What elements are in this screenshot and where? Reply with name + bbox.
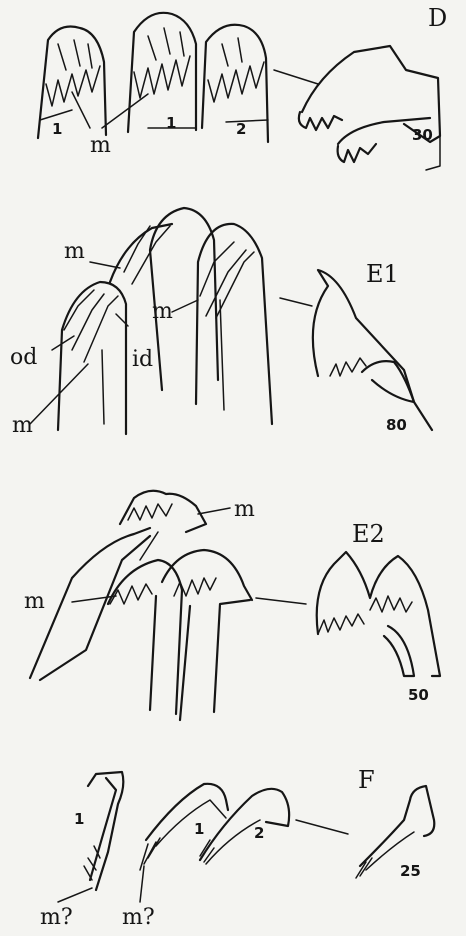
- panel-e1-label-m-mid: m: [152, 299, 173, 324]
- panel-e1-drawing: [30, 208, 432, 434]
- panel-d-label-m: m: [90, 133, 111, 158]
- panel-f-label-m-q2: m?: [122, 905, 155, 930]
- panel-d-magnification: 30: [412, 126, 433, 144]
- panel-e1-label-m-low: m: [12, 413, 33, 438]
- panel-e1-magnification: 80: [386, 416, 407, 434]
- panel-f-labels: F 1 1 2 m? m? 25: [40, 766, 421, 930]
- panel-f-tooth-1b: 1: [194, 820, 204, 838]
- panel-e1-label-od: od: [10, 345, 37, 370]
- panel-f-tooth-1a: 1: [74, 810, 84, 828]
- panel-e1-letter: E1: [366, 260, 399, 288]
- panel-d-letter: D: [428, 4, 447, 32]
- panel-e1-label-id: id: [132, 347, 153, 372]
- panel-f-letter: F: [358, 766, 375, 794]
- panel-d-tooth-2: 2: [236, 120, 246, 138]
- panel-f-tooth-2: 2: [254, 824, 264, 842]
- panel-f-label-m-q1: m?: [40, 905, 73, 930]
- panel-d-tooth-1a: 1: [52, 120, 62, 138]
- panel-e2-magnification: 50: [408, 686, 429, 704]
- panel-d-tooth-1b: 1: [166, 114, 176, 132]
- panel-e2-letter: E2: [352, 520, 385, 548]
- panel-e2-label-m-left: m: [24, 589, 45, 614]
- panel-f-magnification: 25: [400, 862, 421, 880]
- panel-e1-label-m-top: m: [64, 239, 85, 264]
- panel-f-drawing: [58, 772, 434, 902]
- panel-e2-label-m-top: m: [234, 497, 255, 522]
- panel-d-labels: D m 1 1 2 30: [52, 4, 447, 158]
